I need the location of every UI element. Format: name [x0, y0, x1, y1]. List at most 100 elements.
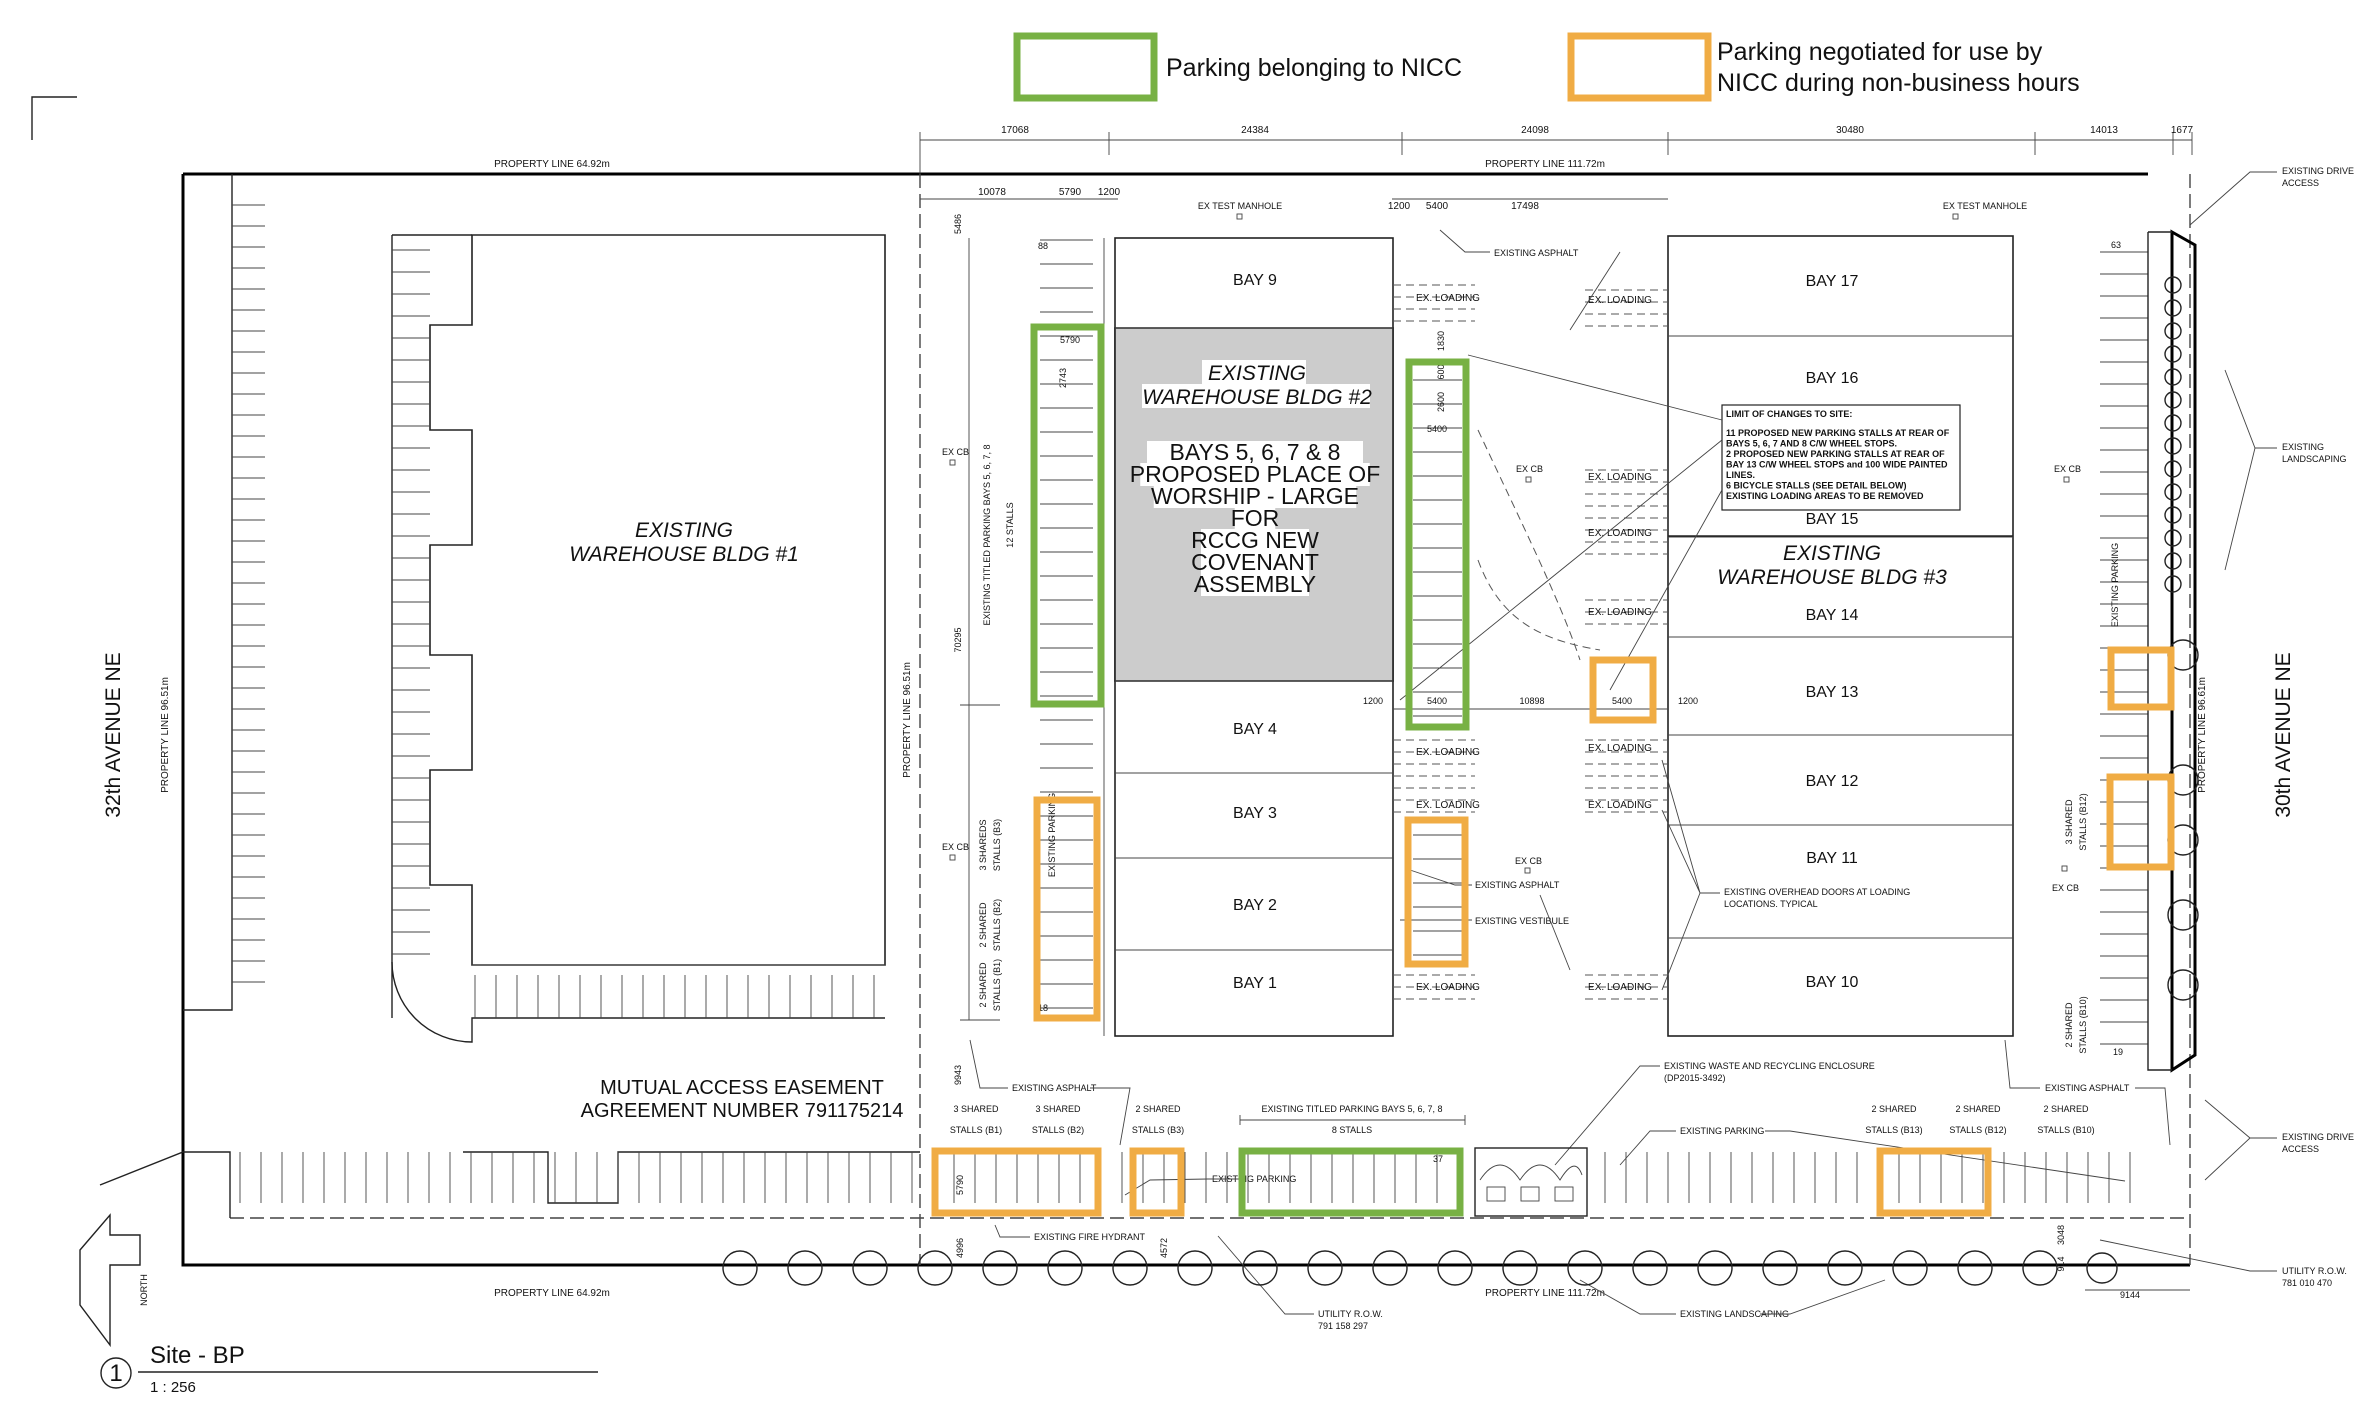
crop-mark	[31, 96, 77, 140]
shared-left-label-2: STALLS (B1)	[992, 959, 1002, 1011]
dim-10898: 10898	[1519, 696, 1544, 706]
worship-label-bg	[1147, 441, 1363, 464]
negotiated-vestibule	[1404, 816, 1469, 968]
legend: Parking belonging to NICC Parking negoti…	[1013, 32, 2080, 102]
dim-second-1: 10078	[978, 187, 1006, 198]
tree-circle	[2164, 368, 2182, 386]
north-arrow-icon	[79, 1213, 141, 1348]
worship-label-bg	[1153, 485, 1357, 508]
property-boundary	[181, 172, 2191, 1267]
bay-16: BAY 16	[1806, 370, 1859, 387]
ex-loading-10: EX. LOADING	[1416, 982, 1480, 993]
mid-strip-dims: 1830 600 2600 5400 5400 1200 10898 5400 …	[1363, 331, 1698, 710]
shared-left-label-4: STALLS (B2)	[992, 899, 1002, 951]
dim-3048: 3048	[2056, 1225, 2066, 1245]
shared-bottom-label-a-3: 2 SHARED	[1135, 1104, 1181, 1114]
limit-of-changes-note: LIMIT OF CHANGES TO SITE: 11 PROPOSED NE…	[1399, 354, 1961, 701]
overhead-doors-2: LOCATIONS. TYPICAL	[1724, 899, 1818, 909]
shared-bottom-label-b-2: STALLS (B2)	[1032, 1125, 1084, 1135]
existing-vestibule: EXISTING VESTIBULE	[1475, 916, 1569, 926]
negotiated-west	[1033, 796, 1101, 1022]
existing-asphalt-3: EXISTING ASPHALT	[1012, 1083, 1097, 1093]
ex-cb-5: EX CB	[1515, 856, 1542, 866]
tree-circle	[1502, 1250, 1538, 1286]
shared-left-label-5: 3 SHAREDS	[978, 819, 988, 870]
legend-orange-label-1: Parking negotiated for use by	[1717, 38, 2043, 66]
warehouse-bldg-1	[429, 234, 886, 966]
bldg2-title-2: WAREHOUSE BLDG #2	[1142, 386, 1372, 409]
ex-loading-7: EX. LOADING	[1588, 743, 1652, 754]
notes-line-4: BAY 13 C/W WHEEL STOPS and 100 WIDE PAIN…	[1726, 460, 1948, 470]
tree-circle	[1112, 1250, 1148, 1286]
dim-2600: 2600	[1436, 392, 1446, 412]
dim-second-3: 1200	[1098, 187, 1121, 198]
existing-parking-bottom: EXISTING PARKING	[1680, 1126, 1764, 1136]
dim-top-3: 24098	[1521, 125, 1549, 136]
view-number-circle	[100, 1357, 132, 1389]
dim-600: 600	[1436, 364, 1446, 379]
pl-east: PROPERTY LINE 96.61m	[2197, 677, 2208, 793]
ex-loading-3: EX. LOADING	[1588, 472, 1652, 483]
bay-3: BAY 3	[1233, 805, 1277, 822]
dim-38: 19	[2113, 1047, 2123, 1057]
waste-2: (DP2015-3492)	[1664, 1073, 1726, 1083]
shared-right-b-1: STALLS (B12)	[2078, 793, 2088, 850]
tree-circle	[1957, 1250, 1993, 1286]
bay-1: BAY 1	[1233, 975, 1277, 992]
pl-top-right: PROPERTY LINE 111.72m	[1485, 159, 1605, 170]
trees	[722, 276, 2199, 1286]
tree-circle	[2164, 391, 2182, 409]
bldg1-title-2: WAREHOUSE BLDG #1	[569, 543, 799, 566]
tree-circle	[2164, 414, 2182, 432]
shared-bottom-label-a-1: 3 SHARED	[953, 1104, 999, 1114]
bottom-stall-lines	[239, 1152, 2131, 1203]
worship-line-5: RCCG NEW	[1191, 527, 1319, 553]
loading-labels: EX. LOADING EX. LOADING EX. LOADING EX. …	[1416, 293, 1652, 993]
pl-bottom-right: PROPERTY LINE 111.72m	[1485, 1288, 1605, 1299]
nicc-parking	[1030, 323, 1470, 1217]
ex-cb-6: EX CB	[2052, 883, 2079, 893]
worship-label-bg	[1140, 463, 1370, 486]
street-west: 32th AVENUE NE	[102, 652, 125, 817]
loading-zones	[1393, 284, 1668, 1000]
north-label: NORTH	[139, 1274, 149, 1306]
shared-left-label-3: 2 SHARED	[978, 902, 988, 948]
tree-circle	[2167, 899, 2199, 931]
landscaping-right-1: EXISTING	[2282, 442, 2324, 452]
view-number: 1	[109, 1360, 122, 1387]
tree-circle	[1567, 1250, 1603, 1286]
dim-top-5: 14013	[2090, 125, 2118, 136]
worship-line-2: PROPOSED PLACE OF	[1130, 461, 1381, 487]
tree-circle	[1697, 1250, 1733, 1286]
bay-14: BAY 14	[1806, 607, 1859, 624]
ex-loading-11: EX. LOADING	[1588, 982, 1652, 993]
warehouse-bldg-3: BAY 17 BAY 16 BAY 15 BAY 14 BAY 13 BAY 1…	[1667, 235, 2014, 1037]
dim-second-6: 17498	[1511, 201, 1539, 212]
tree-circle	[1242, 1250, 1278, 1286]
tree-circle	[2164, 322, 2182, 340]
nicc-parking-west	[1030, 323, 1105, 708]
utility-left-2: 791 158 297	[1318, 1321, 1368, 1331]
nicc-parking-mid	[1405, 358, 1470, 731]
dim-5790-bottom: 5790	[955, 1175, 965, 1195]
eight-stalls: 8 STALLS	[1332, 1125, 1372, 1135]
dim-9144: 9144	[2120, 1290, 2140, 1300]
tree-circle	[917, 1250, 953, 1286]
top-dimensions: 17068 24384 24098 30480 14013 1677 10078…	[919, 125, 2194, 234]
worship-label-bg	[1201, 529, 1309, 552]
tree-circle	[2164, 460, 2182, 478]
dim-2743: 2743	[1058, 368, 1068, 388]
dim-914: 914	[2056, 1256, 2066, 1271]
negotiated-bay13	[1589, 656, 1657, 724]
dim-5400-b: 5400	[1427, 696, 1447, 706]
worship-line-1: BAYS 5, 6, 7 & 8	[1170, 439, 1341, 465]
mutual-access-1: MUTUAL ACCESS EASEMENT	[600, 1077, 884, 1099]
tree-circle	[982, 1250, 1018, 1286]
bay-13: BAY 13	[1806, 684, 1859, 701]
tree-circle	[2086, 1252, 2118, 1284]
dim-top-2: 24384	[1241, 125, 1269, 136]
notes-line-6: 6 BICYCLE STALLS (SEE DETAIL BELOW)	[1726, 481, 1907, 491]
dim-top-4: 30480	[1836, 125, 1864, 136]
